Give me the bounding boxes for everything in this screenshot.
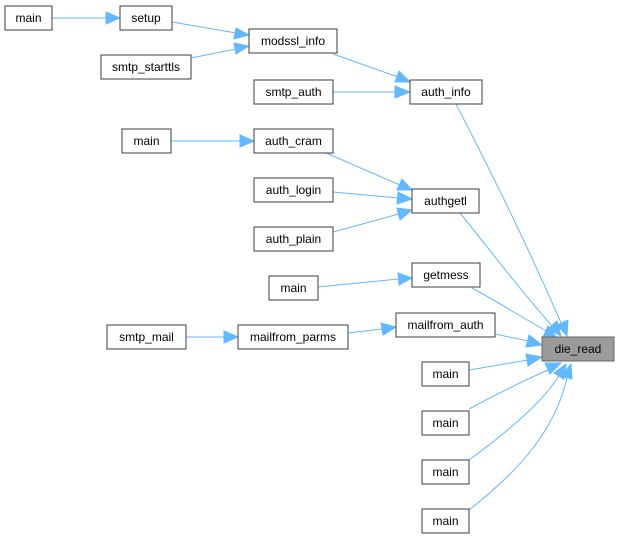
node-label: setup: [131, 11, 161, 25]
node-smtp-starttls[interactable]: smtp_starttls: [100, 54, 192, 80]
arrowhead-setup: [105, 11, 122, 25]
arrowhead-authgetl-a: [396, 178, 414, 191]
node-modssl-info[interactable]: modssl_info: [248, 28, 338, 54]
node-auth-info[interactable]: auth_info: [409, 79, 483, 105]
node-label: main: [432, 465, 458, 479]
node-label: main: [432, 416, 458, 430]
node-main-getmess-caller[interactable]: main: [268, 275, 319, 301]
edge-smtp_starttls-to-modssl_info: [190, 48, 237, 59]
node-label: auth_plain: [266, 232, 321, 246]
arrowhead-auth_info-a: [394, 70, 412, 83]
node-smtp-mail[interactable]: smtp_mail: [106, 324, 187, 350]
node-mailfrom-parms[interactable]: mailfrom_parms: [237, 324, 349, 350]
arrowhead-getmess: [397, 272, 414, 286]
edges-layer: [52, 11, 573, 511]
node-label: main: [432, 514, 458, 528]
node-main-setup-caller[interactable]: main: [4, 5, 53, 31]
edge-modssl_info-to-auth_info: [332, 53, 399, 78]
node-label: main: [432, 367, 458, 381]
edge-main-c-to-die_read: [468, 373, 561, 461]
node-die-read[interactable]: die_read: [541, 336, 615, 362]
node-label: modssl_info: [261, 34, 325, 48]
nodes-layer: main setup smtp_starttls modssl_info smt…: [4, 5, 615, 534]
arrowhead-authgetl-c: [396, 207, 414, 221]
edge-setup-to-modssl_info: [171, 21, 237, 34]
node-label: smtp_starttls: [112, 60, 180, 74]
edge-main-b-to-die_read: [468, 368, 551, 410]
node-auth-login[interactable]: auth_login: [253, 177, 334, 203]
edge-authgetl-to-die_read: [459, 212, 554, 328]
edge-auth_info-to-die_read: [455, 103, 563, 326]
node-auth-plain[interactable]: auth_plain: [253, 226, 334, 252]
node-label: authgetl: [424, 194, 467, 208]
node-smtp-auth[interactable]: smtp_auth: [253, 79, 334, 105]
node-main-c[interactable]: main: [421, 459, 470, 485]
node-authgetl[interactable]: authgetl: [411, 188, 480, 214]
arrowhead-auth_cram: [239, 134, 256, 148]
node-label: auth_cram: [265, 134, 322, 148]
arrowhead-die_read-5: [525, 353, 544, 367]
edge-main-d-to-die_read: [468, 377, 568, 511]
arrowhead-die_read-2: [547, 320, 562, 337]
edge-getmess-to-die_read: [471, 287, 549, 333]
node-label: main: [15, 11, 41, 25]
node-label: smtp_mail: [119, 330, 174, 344]
arrowhead-die_read-6: [544, 362, 563, 375]
arrowhead-auth_info-b: [394, 85, 412, 99]
edge-main-a-to-die_read: [468, 359, 529, 371]
edge-auth_cram-to-authgetl: [325, 152, 401, 186]
node-label: mailfrom_parms: [250, 330, 336, 344]
node-main-auth-cram-caller[interactable]: main: [121, 128, 172, 154]
edge-mailfrom_parms-to-mailfrom_auth: [347, 328, 383, 334]
node-label: auth_info: [421, 85, 471, 99]
node-label: main: [133, 134, 159, 148]
node-label: auth_login: [266, 183, 321, 197]
node-auth-cram[interactable]: auth_cram: [253, 128, 334, 154]
arrowhead-die_read-8: [560, 362, 573, 380]
arrowhead-modssl_info-a: [233, 27, 251, 40]
node-getmess[interactable]: getmess: [411, 262, 481, 288]
node-main-a[interactable]: main: [421, 361, 470, 387]
arrowhead-die_read-1: [556, 319, 569, 338]
node-label: smtp_auth: [265, 85, 321, 99]
edge-mailfrom_auth-to-die_read: [494, 333, 529, 342]
node-main-b[interactable]: main: [421, 410, 470, 436]
node-setup[interactable]: setup: [119, 5, 173, 31]
node-main-d[interactable]: main: [421, 508, 470, 534]
arrowhead-mailfrom_parms: [223, 330, 240, 344]
node-mailfrom-auth[interactable]: mailfrom_auth: [395, 312, 496, 338]
node-label: main: [280, 281, 306, 295]
node-label: getmess: [423, 268, 468, 282]
arrowhead-die_read-4: [525, 334, 544, 348]
arrowhead-authgetl-b: [396, 191, 414, 205]
edge-main-to-getmess: [317, 278, 399, 288]
node-label: die_read: [555, 342, 602, 356]
arrowhead-mailfrom_auth: [380, 322, 398, 336]
arrowhead-modssl_info-b: [233, 42, 251, 55]
node-label: mailfrom_auth: [407, 318, 483, 332]
edge-auth_login-to-authgetl: [332, 191, 399, 199]
edge-auth_plain-to-authgetl: [332, 213, 400, 233]
